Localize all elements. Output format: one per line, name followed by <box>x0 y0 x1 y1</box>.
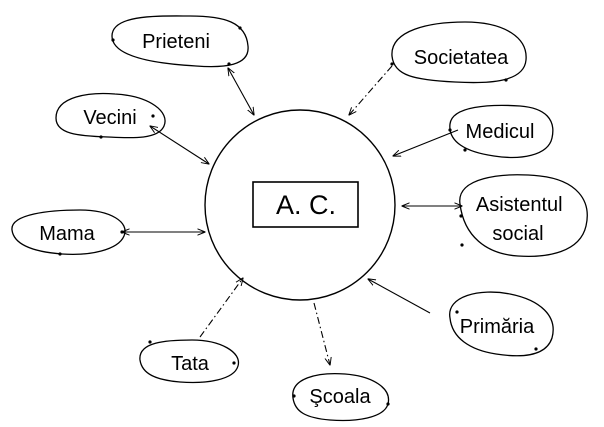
node-medicul-handle <box>448 128 452 132</box>
node-prieteni-handle <box>111 38 115 42</box>
node-scoala-label: Şcoala <box>309 386 371 408</box>
node-asistentul-social-outline <box>459 174 588 257</box>
node-vecini-handle <box>151 114 155 118</box>
node-medicul-outline <box>449 104 554 159</box>
node-prieteni-label: Prieteni <box>142 31 210 53</box>
node-tata-outline <box>139 339 240 384</box>
center-label-box <box>252 181 359 228</box>
node-asistentul-social-line-1: Asistentul <box>476 194 563 216</box>
node-tata: Tata <box>139 339 240 384</box>
node-mama-handle <box>58 252 62 256</box>
node-prieteni-outline <box>111 15 249 68</box>
node-societatea-handle <box>390 62 394 66</box>
node-primaria-outline <box>449 291 554 357</box>
node-medicul-label: Medicul <box>466 121 535 143</box>
center-circle <box>204 109 396 301</box>
node-asistentul-social-handle <box>460 243 464 247</box>
node-prieteni: Prieteni <box>111 15 249 68</box>
node-vecini-label: Vecini <box>83 107 136 129</box>
node-scoala-handle <box>386 402 390 406</box>
connector-medicul <box>393 129 459 156</box>
node-prieteni-handle <box>238 26 242 30</box>
node-vecini: Vecini <box>55 92 166 139</box>
node-tata-label: Tata <box>171 353 210 375</box>
connector-vecini <box>150 126 209 164</box>
connector-tata <box>199 278 243 338</box>
node-societatea: Societatea <box>390 21 527 84</box>
connectors <box>122 65 462 365</box>
center-label: A. C. <box>276 190 336 220</box>
node-mama-label: Mama <box>39 223 95 245</box>
node-asistentul-social-label: Asistentul social <box>476 194 568 245</box>
node-asistentul-social: Asistentul social <box>459 174 588 257</box>
node-prieteni-handle <box>227 62 231 66</box>
connector-primaria <box>368 279 431 314</box>
node-vecini-handle <box>99 135 103 139</box>
node-societatea-outline <box>391 21 527 84</box>
center-node: A. C. <box>204 109 396 301</box>
node-primaria: Primăria <box>449 291 554 357</box>
connector-scoala <box>313 302 330 365</box>
node-asistentul-social-line-2: social <box>492 223 543 245</box>
node-primaria-handle <box>455 310 459 314</box>
node-primaria-handle <box>534 347 538 351</box>
node-mama-outline <box>11 209 126 256</box>
node-mama-handle <box>120 230 124 234</box>
node-vecini-outline <box>55 92 166 139</box>
node-scoala: Şcoala <box>292 372 390 422</box>
node-medicul: Medicul <box>448 104 554 159</box>
node-mama: Mama <box>11 209 126 256</box>
connector-prieteni <box>228 68 254 115</box>
node-societatea-label: Societatea <box>414 47 509 69</box>
node-societatea-handle <box>504 78 508 82</box>
node-tata-handle <box>232 361 236 365</box>
node-medicul-handle <box>463 148 467 152</box>
node-scoala-handle <box>292 394 296 398</box>
node-asistentul-social-handle <box>459 214 463 218</box>
node-tata-handle <box>148 340 152 344</box>
connector-societatea <box>349 65 393 115</box>
node-primaria-label: Primăria <box>460 316 535 338</box>
